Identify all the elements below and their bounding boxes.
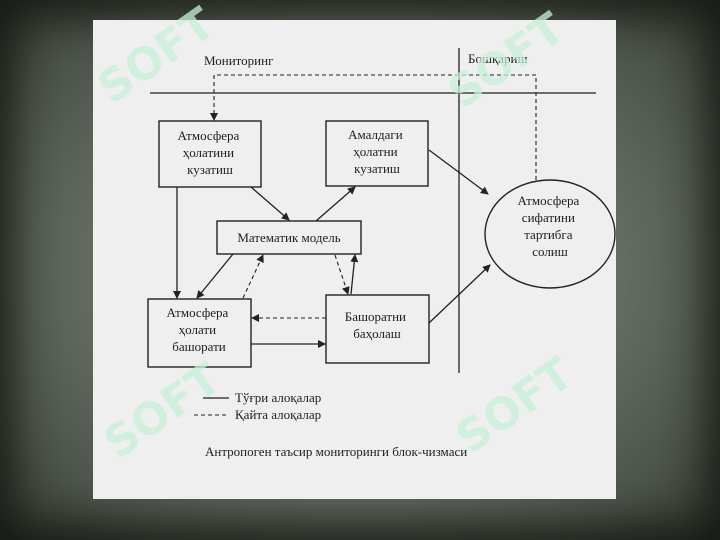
arrow-feedback-model-to-eval <box>334 254 350 295</box>
arrow-feedback-regulate-to-observe <box>210 74 537 180</box>
node-regulate <box>484 179 616 289</box>
label-control: Бошқариш <box>468 51 528 66</box>
text-forecast-evaluation: Башоратни баҳолаш <box>345 309 410 341</box>
text-math-model: Математик модель <box>237 230 340 245</box>
text-observe-actual: Амалдаги ҳолатни кузатиш <box>348 127 406 176</box>
diagram-caption: Антропоген таъсир мониторинги блок-чизма… <box>205 444 467 459</box>
arrow-model-to-forecast <box>196 253 234 299</box>
label-monitoring: Мониторинг <box>204 53 273 68</box>
text-observe-atmosphere: Атмосфера ҳолатини кузатиш <box>177 128 242 177</box>
arrow-actual-to-regulate <box>428 149 489 195</box>
node-math-model <box>216 220 362 255</box>
arrow-feedback-forecast-to-model <box>242 254 264 299</box>
node-forecast-evaluation <box>325 294 430 364</box>
slide: Мониторинг Бошқариш Атмосфера ҳолатини к… <box>93 20 616 499</box>
node-forecast-atmosphere <box>147 298 252 368</box>
node-observe-actual <box>325 120 429 187</box>
monitoring-diagram: Мониторинг Бошқариш Атмосфера ҳолатини к… <box>147 48 616 459</box>
arrow-eval-to-regulate <box>428 264 491 324</box>
node-observe-atmosphere <box>158 120 262 188</box>
legend-feedback-label: Қайта алоқалар <box>235 407 321 422</box>
arrow-observe-to-model <box>250 186 290 221</box>
text-forecast-atmosphere: Атмосфера ҳолати башорати <box>166 305 231 354</box>
text-regulate: Атмосфера сифатини тартибга солиш <box>517 193 582 259</box>
arrow-eval-to-model <box>350 254 359 295</box>
arrow-model-to-actual <box>315 186 356 222</box>
legend-direct-label: Тўғри алоқалар <box>235 390 321 405</box>
